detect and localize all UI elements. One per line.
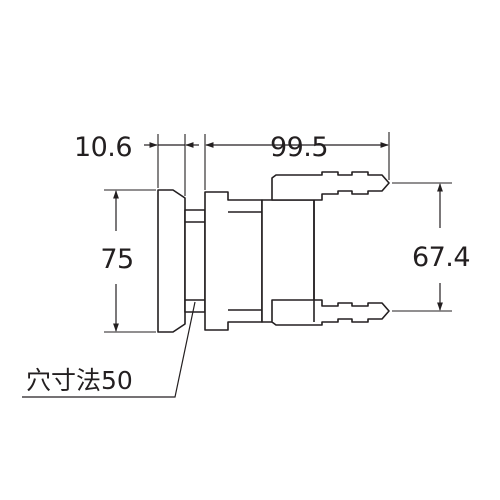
gasket-ring	[184, 209, 206, 313]
flange-plate	[157, 189, 186, 333]
part-outline	[157, 171, 390, 333]
dim-label-67-4: 67.4	[412, 242, 470, 273]
dim-label-75: 75	[100, 244, 133, 275]
dim-label-10-6: 10.6	[74, 132, 132, 163]
dimension-lines	[22, 142, 443, 398]
hole-size-leader	[22, 301, 196, 398]
hole-size-note: 穴寸法50	[26, 366, 133, 395]
upper-hose-nipple	[271, 171, 390, 201]
lower-hose-nipple	[271, 299, 390, 326]
extension-lines	[104, 132, 452, 333]
dim-label-99-5: 99.5	[270, 132, 328, 163]
